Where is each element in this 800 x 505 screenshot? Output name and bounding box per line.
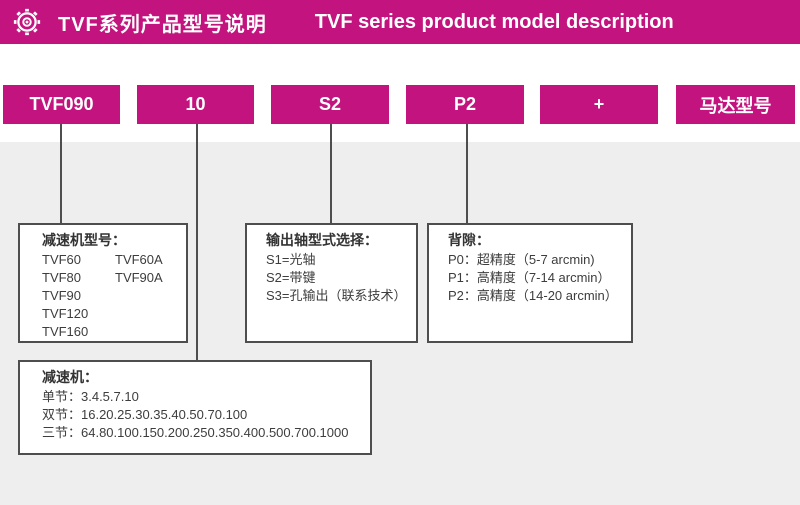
connector-line-shaft: [330, 124, 332, 223]
connector-line-ratio: [196, 124, 198, 360]
connector-line-backlash: [466, 124, 468, 223]
ratio-box: 减速机： 单节：3.4.5.7.10 双节：16.20.25.30.35.40.…: [18, 360, 372, 455]
model-segment-shaft: S2: [271, 85, 389, 124]
gearbox-model-item: TVF90A: [115, 270, 163, 285]
output-shaft-item: S1=光轴: [266, 252, 316, 267]
page-title-zh: TVF系列产品型号说明: [58, 13, 267, 36]
backlash-box: 背隙： P0：超精度（5-7 arcmin) P1：高精度（7-14 arcmi…: [427, 223, 633, 343]
backlash-item: P1：高精度（7-14 arcmin）: [448, 270, 611, 285]
gearbox-model-item: TVF60A: [115, 252, 163, 267]
model-segment-motor: 马达型号: [676, 85, 795, 124]
model-segment-backlash: P2: [406, 85, 524, 124]
gear-icon: [13, 8, 41, 36]
output-shaft-item: S3=孔输出（联系技术）: [266, 288, 407, 303]
page-title-en: TVF series product model description: [314, 10, 674, 33]
backlash-item: P0：超精度（5-7 arcmin): [448, 252, 595, 267]
ratio-item: 单节：3.4.5.7.10: [42, 389, 139, 404]
model-segment-series: TVF090: [3, 85, 120, 124]
ratio-title: 减速机：: [42, 369, 98, 385]
gearbox-model-box: 减速机型号： TVF60 TVF80 TVF90 TVF120 TVF160 T…: [18, 223, 188, 343]
gearbox-model-title: 减速机型号：: [42, 232, 126, 248]
backlash-item: P2：高精度（14-20 arcmin）: [448, 288, 618, 303]
model-segment-plus: +: [540, 85, 658, 124]
header-bar: TVF系列产品型号说明 TVF series product model des…: [0, 0, 800, 44]
ratio-item: 双节：16.20.25.30.35.40.50.70.100: [42, 407, 248, 422]
output-shaft-title: 输出轴型式选择：: [266, 232, 378, 248]
gearbox-model-item: TVF80: [42, 270, 82, 285]
model-segment-ratio: 10: [137, 85, 254, 124]
connector-line-series: [60, 124, 62, 223]
gearbox-model-item: TVF160: [42, 324, 89, 339]
output-shaft-box: 输出轴型式选择： S1=光轴 S2=带键 S3=孔输出（联系技术）: [245, 223, 418, 343]
ratio-item: 三节：64.80.100.150.200.250.350.400.500.700…: [42, 425, 349, 440]
gearbox-model-item: TVF90: [42, 288, 82, 303]
gearbox-model-item: TVF60: [42, 252, 82, 267]
output-shaft-item: S2=带键: [266, 270, 316, 285]
gearbox-model-item: TVF120: [42, 306, 89, 321]
backlash-title: 背隙：: [448, 232, 490, 248]
